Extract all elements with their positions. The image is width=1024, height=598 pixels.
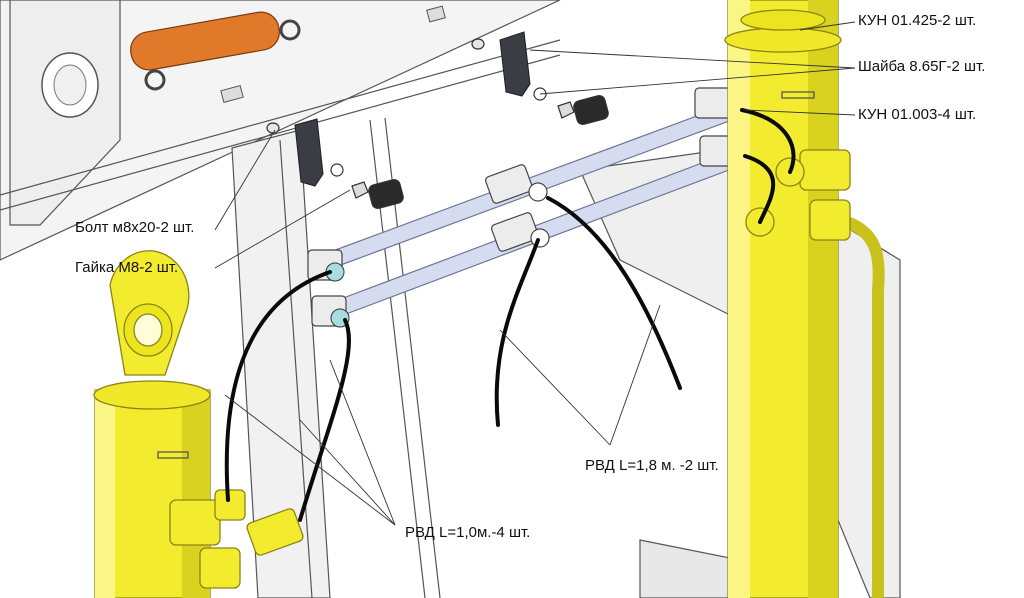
label-shaiba: Шайба 8.65Г-2 шт. [858,58,986,75]
clamps [294,31,531,187]
hose-right-2 [743,154,776,224]
label-kun-01003: КУН 01.003-4 шт. [858,106,977,123]
label-gaika: Гайка М8-2 шт. [75,259,179,276]
hose-left-1 [224,270,332,502]
hoses [224,108,796,522]
plate-clips [220,5,446,103]
left-valve-block [169,489,304,589]
label-bolt: Болт м8х20-2 шт. [75,219,195,236]
vertical-post [231,129,331,598]
fasteners [266,38,609,209]
hose-tee-2 [546,196,682,390]
left-hydraulic-cylinder [93,250,304,598]
orange-pin-assembly [41,11,301,118]
right-side-pipe [838,214,885,598]
hose-tee-1 [494,238,540,427]
label-rvd-10: РВД L=1,0м.-4 шт. [405,524,531,541]
hose-right-1 [740,108,796,174]
hose-left-2 [298,318,351,522]
label-rvd-18: РВД L=1,8 м. -2 шт. [585,457,719,474]
leader-lines [214,21,856,526]
label-kun-01425: КУН 01.425-2 шт. [858,12,977,29]
